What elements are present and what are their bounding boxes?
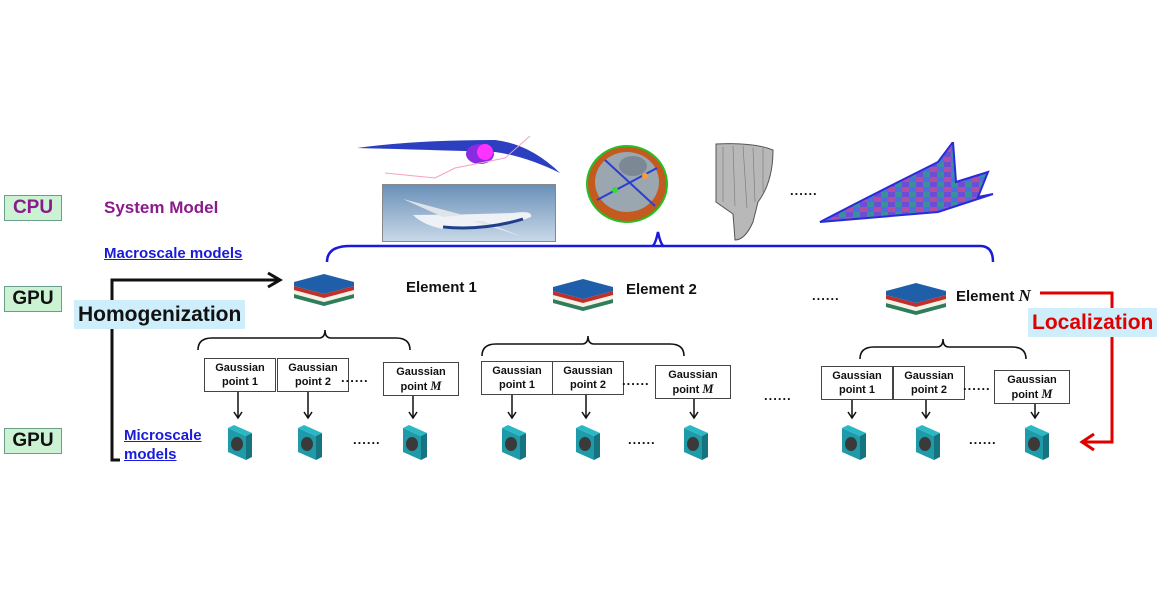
laminate-element-icon: [553, 279, 613, 311]
microscale-rve-icon: [502, 425, 526, 460]
microscale-label-line2: models: [124, 446, 177, 463]
macroscale-models-link[interactable]: Macroscale models: [104, 245, 243, 262]
capsule-model-icon: [586, 145, 668, 223]
system-model-label: System Model: [104, 198, 219, 217]
microscale-rve-icon: [842, 425, 866, 460]
element-brace: [481, 335, 685, 357]
gaussian-point-line2: point 2: [294, 376, 332, 388]
microscale-models-link[interactable]: Microscale models: [124, 426, 202, 464]
down-arrowhead: [408, 411, 418, 420]
homogenization-label: Homogenization: [74, 300, 246, 329]
gaussian-point-line2: point M: [672, 382, 714, 396]
gaussian-point-line1: Gaussian: [215, 362, 265, 374]
microscale-label-line1: Microscale: [124, 427, 202, 444]
down-arrowhead: [581, 411, 591, 420]
gaussian-point-line2: point 1: [221, 376, 259, 388]
microscale-rve-icon: [1025, 425, 1049, 460]
homogenization-path: [110, 278, 278, 462]
element-label: Element N: [956, 286, 1031, 305]
system-models-brace: [325, 244, 995, 263]
gpu-micro-level-tag: GPU: [4, 428, 62, 454]
element-label: Element 1: [406, 279, 477, 296]
elements-ellipsis: ......: [812, 288, 840, 303]
microscale-models-ellipsis: ......: [353, 432, 381, 447]
down-arrowhead: [1030, 411, 1040, 420]
gaussian-point-line1: Gaussian: [1007, 374, 1057, 386]
element-braces: [197, 329, 1027, 360]
microscale-rve-icon: [228, 425, 252, 460]
microscale-rve-icon: [916, 425, 940, 460]
gaussian-point-box: Gaussian point 2: [552, 361, 624, 395]
microscale-models-ellipsis: ......: [969, 432, 997, 447]
gaussian-point-box: Gaussian point 1: [204, 358, 276, 392]
aircraft-photo: [382, 184, 556, 242]
cpu-level-tag: CPU: [4, 195, 62, 221]
gaussian-point-line1: Gaussian: [563, 365, 613, 377]
wing-model-icon: [357, 135, 560, 179]
element-brace: [197, 329, 411, 351]
gaussian-point-line1: Gaussian: [904, 370, 954, 382]
element-brace: [859, 338, 1027, 360]
down-arrowhead: [689, 411, 699, 420]
down-arrowhead: [847, 411, 857, 420]
system-models-ellipsis: ......: [790, 183, 818, 198]
gaussian-point-line2: point 2: [910, 384, 948, 396]
gaussian-point-line1: Gaussian: [832, 370, 882, 382]
gaussian-point-line2: point M: [400, 379, 442, 393]
gaussian-point-box: Gaussian point 2: [893, 366, 965, 400]
down-arrowhead: [921, 411, 931, 420]
gaussian-point-line1: Gaussian: [288, 362, 338, 374]
gaussian-point-line1: Gaussian: [668, 369, 718, 381]
microscale-rve-icon: [298, 425, 322, 460]
microscale-models-ellipsis: ......: [628, 432, 656, 447]
localization-arrowhead: [1079, 432, 1095, 452]
laminate-element-icon: [294, 274, 354, 306]
homogenization-arrowhead: [267, 271, 283, 289]
elements-ellipsis: ......: [764, 388, 792, 403]
turbine-blade-model-icon: [715, 143, 774, 241]
element-label: Element 2: [626, 281, 697, 298]
down-arrowhead: [303, 411, 313, 420]
gaussian-point-line1: Gaussian: [396, 366, 446, 378]
gaussian-point-box: Gaussian point 1: [481, 361, 553, 395]
gaussian-points-ellipsis: ......: [622, 373, 650, 388]
gaussian-point-box: Gaussian point 1: [821, 366, 893, 400]
microscale-rve-icon: [684, 425, 708, 460]
microscale-rve-icon: [403, 425, 427, 460]
microscale-rve-icon: [576, 425, 600, 460]
gaussian-points-ellipsis: ......: [963, 378, 991, 393]
gaussian-points-ellipsis: ......: [341, 370, 369, 385]
hypersonic-vehicle-model-icon: [819, 142, 994, 223]
gauss-to-micro-arrows: [233, 392, 1040, 420]
down-arrowhead: [233, 411, 243, 420]
localization-path: [1040, 291, 1114, 444]
gaussian-point-line2: point 2: [569, 379, 607, 391]
gaussian-point-line2: point 1: [498, 379, 536, 391]
gaussian-point-line2: point M: [1011, 387, 1053, 401]
gaussian-point-box: Gaussian point 2: [277, 358, 349, 392]
localization-label: Localization: [1028, 308, 1158, 337]
down-arrowhead: [507, 411, 517, 420]
laminate-element-icon: [886, 283, 946, 315]
gaussian-point-line1: Gaussian: [492, 365, 542, 377]
system-models-brace-tip: [651, 231, 665, 248]
gpu-macro-level-tag: GPU: [4, 286, 62, 312]
gaussian-point-line2: point 1: [838, 384, 876, 396]
